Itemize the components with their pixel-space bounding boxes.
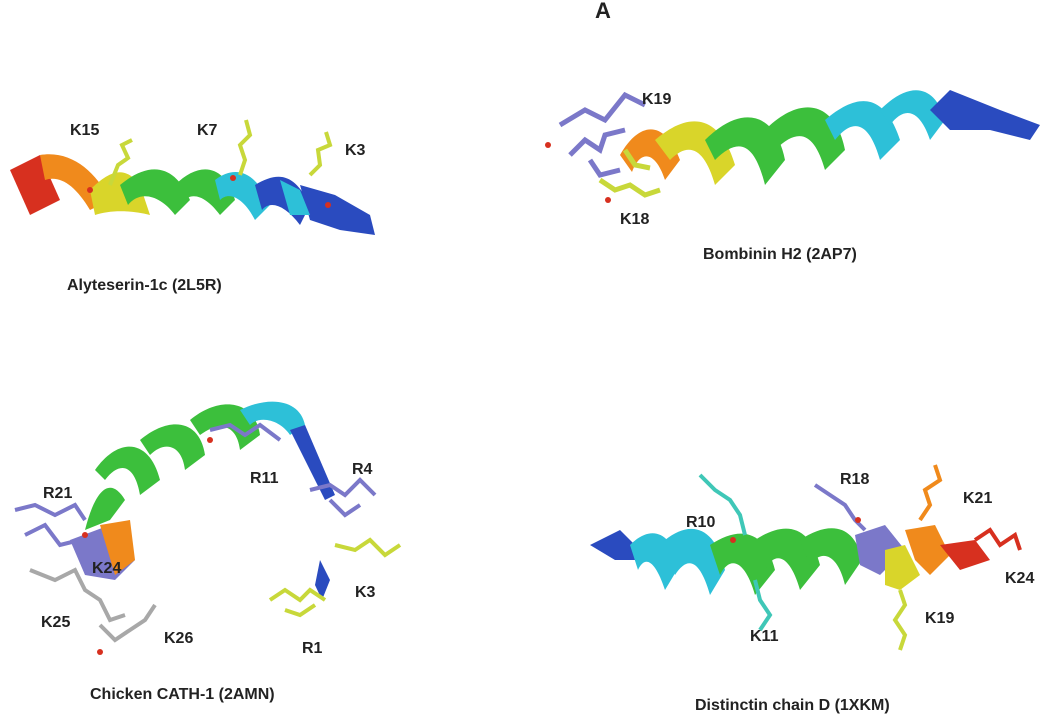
residue-label: R4 (352, 461, 373, 478)
caption-cath1: Chicken CATH-1 (2AMN) (90, 686, 275, 703)
residue-label: K3 (345, 142, 366, 159)
residue-label: R21 (43, 485, 73, 502)
residue-label: K3 (355, 584, 376, 601)
residue-label: R18 (840, 471, 870, 488)
residue-label: R1 (302, 640, 323, 657)
residue-label: K15 (70, 122, 100, 139)
residue-label: K7 (197, 122, 218, 139)
helix-alyteserin (10, 119, 375, 235)
caption-alyteserin: Alyteserin-1c (2L5R) (67, 277, 222, 294)
helix-cath1 (14, 401, 402, 655)
residue-label: R10 (686, 514, 716, 531)
residue-label: K19 (925, 610, 955, 627)
residue-label: K18 (620, 211, 650, 228)
caption-bombinin: Bombinin H2 (2AP7) (703, 246, 857, 263)
residue-label: K21 (963, 490, 993, 507)
residue-label: R11 (250, 470, 279, 487)
panel-letter: A (595, 0, 611, 23)
residue-label: K19 (642, 91, 672, 108)
caption-distinctin: Distinctin chain D (1XKM) (695, 697, 890, 714)
residue-label: K24 (92, 560, 122, 577)
helix-bombinin (545, 90, 1040, 203)
residue-label: K11 (750, 628, 779, 645)
residue-label: K26 (164, 630, 194, 647)
residue-label: K25 (41, 614, 71, 631)
residue-label: K24 (1005, 570, 1035, 587)
helix-distinctin (590, 464, 1022, 651)
